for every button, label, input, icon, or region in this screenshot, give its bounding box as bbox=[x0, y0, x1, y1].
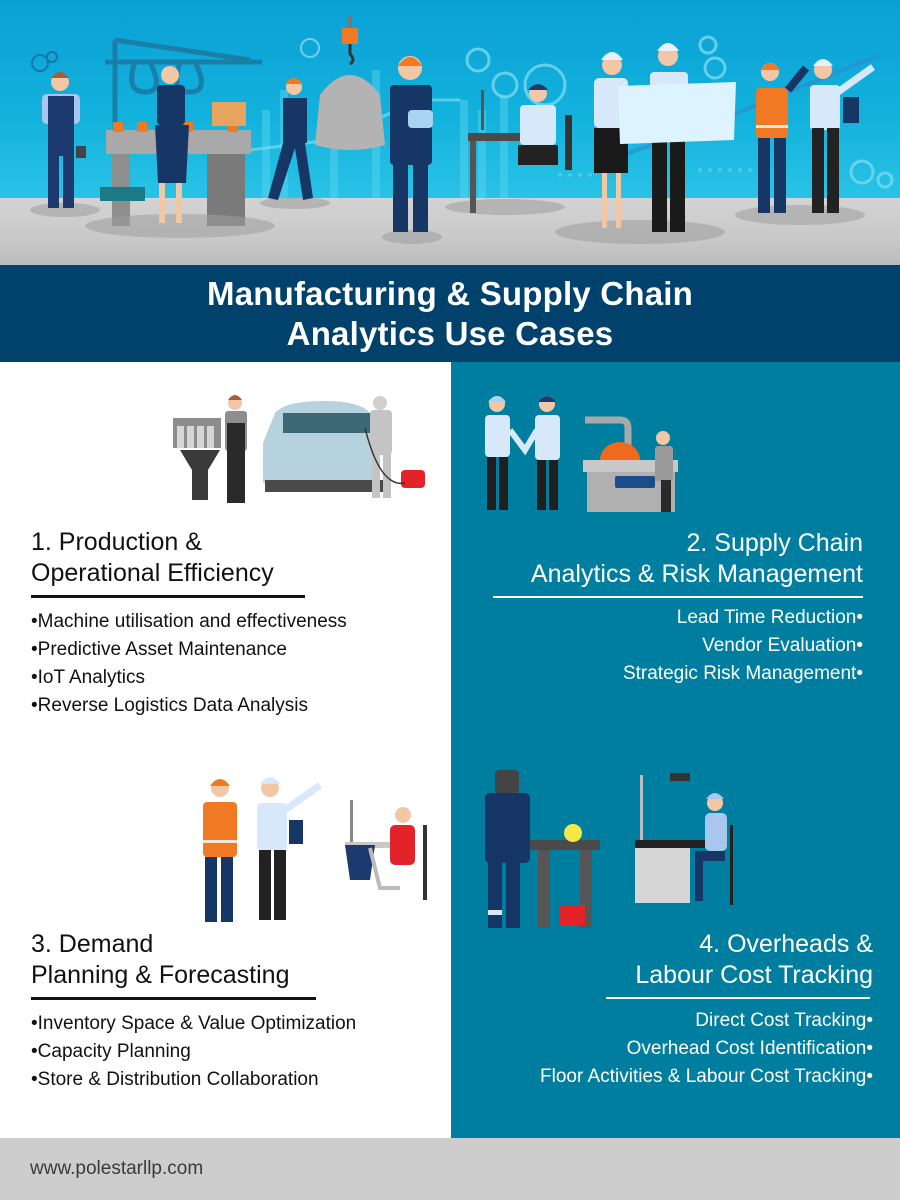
list-item: •Predictive Asset Maintenance bbox=[31, 639, 287, 660]
handshake-and-saw-machine-worker-icon bbox=[485, 396, 678, 512]
engine-mechanic-and-car-painter-icon bbox=[173, 395, 425, 503]
list-item: Vendor Evaluation• bbox=[702, 635, 863, 656]
list-item: Direct Cost Tracking• bbox=[695, 1010, 873, 1031]
hero-illustration bbox=[0, 0, 900, 265]
section-heading-line-2: Planning & Forecasting bbox=[31, 961, 290, 989]
list-item: Lead Time Reduction• bbox=[676, 607, 863, 628]
list-item: Overhead Cost Identification• bbox=[626, 1038, 873, 1059]
factory-workers-scene-icon bbox=[30, 15, 894, 244]
use-case-list: Lead Time Reduction• Vendor Evaluation• … bbox=[470, 604, 863, 688]
section-supply-chain-risk: 2. Supply Chain Analytics & Risk Managem… bbox=[470, 528, 863, 688]
engineers-and-seamstress-icon bbox=[203, 777, 427, 922]
footer: www.polestarllp.com bbox=[0, 1138, 900, 1200]
page-title-line-2: Analytics Use Cases bbox=[286, 314, 614, 352]
section-divider bbox=[606, 997, 870, 999]
use-case-list: •Machine utilisation and effectiveness •… bbox=[31, 608, 431, 720]
section-heading-line-1: 4. Overheads & bbox=[699, 930, 873, 958]
use-case-list: Direct Cost Tracking• Overhead Cost Iden… bbox=[470, 1007, 873, 1091]
list-item: •Store & Distribution Collaboration bbox=[31, 1069, 319, 1090]
section-demand-planning: 3. Demand Planning & Forecasting •Invent… bbox=[31, 929, 431, 1094]
use-case-list: •Inventory Space & Value Optimization •C… bbox=[31, 1010, 431, 1094]
section-divider bbox=[493, 596, 863, 598]
section-divider bbox=[31, 997, 316, 1000]
list-item: •Inventory Space & Value Optimization bbox=[31, 1013, 357, 1034]
list-item: Floor Activities & Labour Cost Tracking• bbox=[540, 1066, 873, 1087]
section-heading-line-1: 3. Demand bbox=[31, 930, 154, 958]
list-item: Strategic Risk Management• bbox=[622, 663, 863, 684]
section-production-efficiency: 1. Production & Operational Efficiency •… bbox=[31, 527, 431, 720]
section-divider bbox=[31, 595, 305, 598]
list-item: •Machine utilisation and effectiveness bbox=[31, 611, 347, 632]
list-item: •Capacity Planning bbox=[31, 1041, 191, 1062]
section-heading-line-1: 1. Production & bbox=[31, 528, 202, 556]
title-banner: Manufacturing & Supply Chain Analytics U… bbox=[0, 265, 900, 362]
list-item: •Reverse Logistics Data Analysis bbox=[31, 695, 308, 716]
section-overheads-labour-cost: 4. Overheads & Labour Cost Tracking Dire… bbox=[470, 929, 873, 1091]
list-item: •IoT Analytics bbox=[31, 667, 146, 688]
section-heading-line-2: Labour Cost Tracking bbox=[635, 961, 873, 989]
welder-and-lab-technician-icon bbox=[485, 770, 733, 928]
page-title-line-1: Manufacturing & Supply Chain bbox=[207, 274, 693, 312]
website-link[interactable]: www.polestarllp.com bbox=[30, 1158, 204, 1179]
section-heading-line-2: Operational Efficiency bbox=[31, 559, 274, 587]
right-panel bbox=[451, 362, 900, 1138]
section-heading-line-1: 2. Supply Chain bbox=[686, 529, 863, 557]
section-heading-line-2: Analytics & Risk Management bbox=[530, 560, 863, 588]
